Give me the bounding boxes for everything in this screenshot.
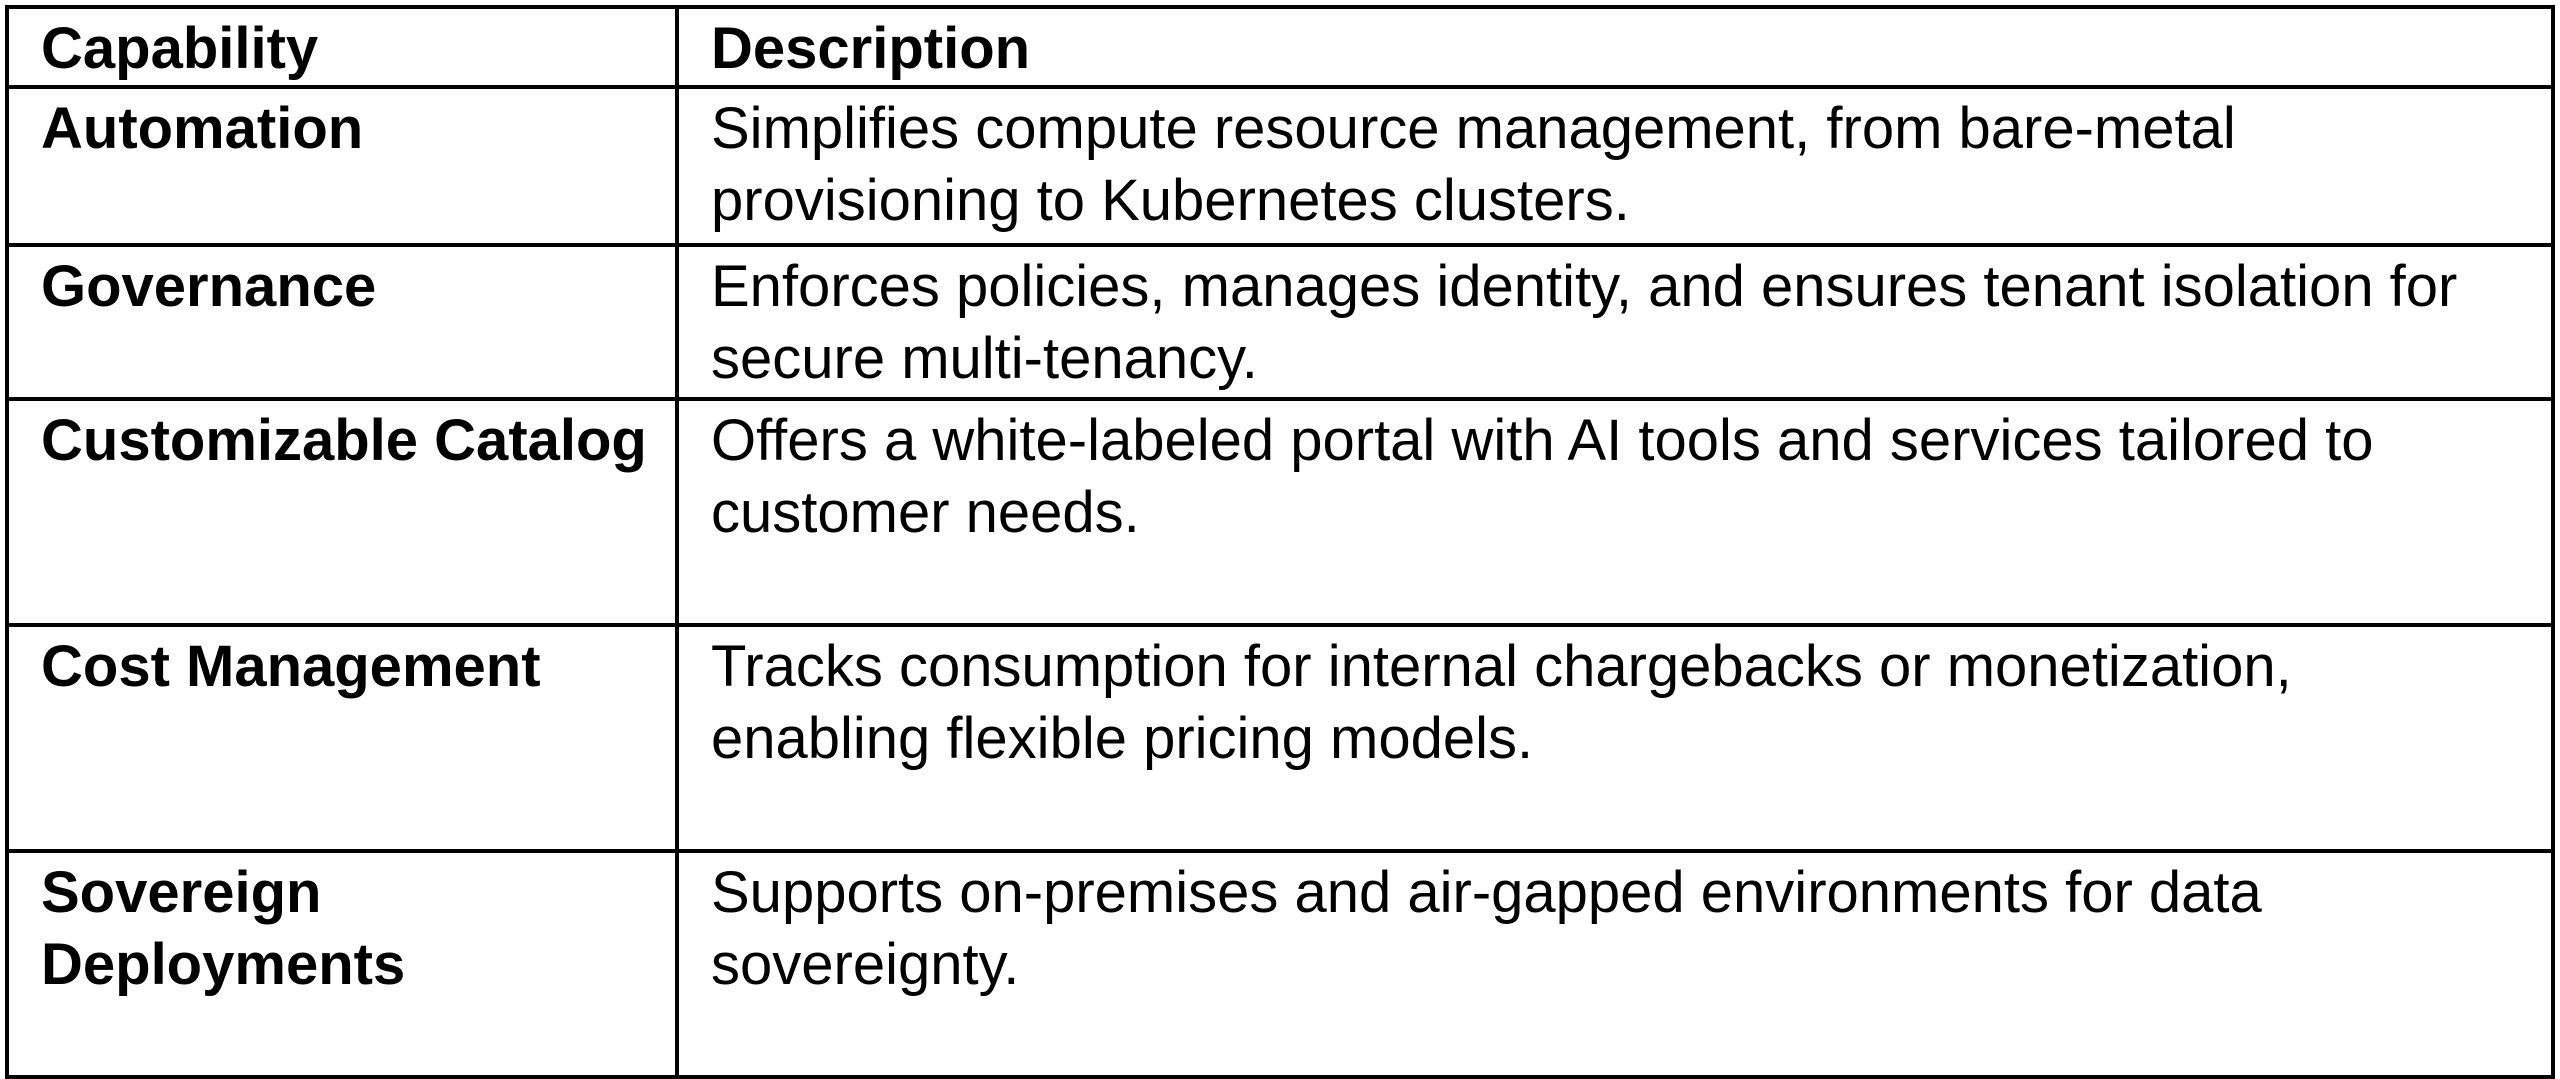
- table-row: Automation Simplifies compute resource m…: [5, 85, 2555, 247]
- description-cell: Enforces policies, manages identity, and…: [675, 243, 2555, 401]
- header-description: Description: [675, 5, 2555, 89]
- header-capability: Capability: [5, 5, 679, 89]
- table-row: Customizable Catalog Offers a white-labe…: [5, 397, 2555, 627]
- description-cell: Simplifies compute resource management, …: [675, 85, 2555, 247]
- capability-cell: Sovereign Deployments: [5, 849, 679, 1079]
- table-header-row: Capability Description: [5, 5, 2555, 89]
- table-row: Cost Management Tracks consumption for i…: [5, 623, 2555, 853]
- description-cell: Supports on-premises and air-gapped envi…: [675, 849, 2555, 1079]
- table-row: Sovereign Deployments Supports on-premis…: [5, 849, 2555, 1079]
- capabilities-table: Capability Description Automation Simpli…: [5, 5, 2555, 1079]
- capability-cell: Automation: [5, 85, 679, 247]
- description-cell: Offers a white-labeled portal with AI to…: [675, 397, 2555, 627]
- table-row: Governance Enforces policies, manages id…: [5, 243, 2555, 401]
- description-cell: Tracks consumption for internal chargeba…: [675, 623, 2555, 853]
- capability-cell: Governance: [5, 243, 679, 401]
- capability-cell: Cost Management: [5, 623, 679, 853]
- capability-cell: Customizable Catalog: [5, 397, 679, 627]
